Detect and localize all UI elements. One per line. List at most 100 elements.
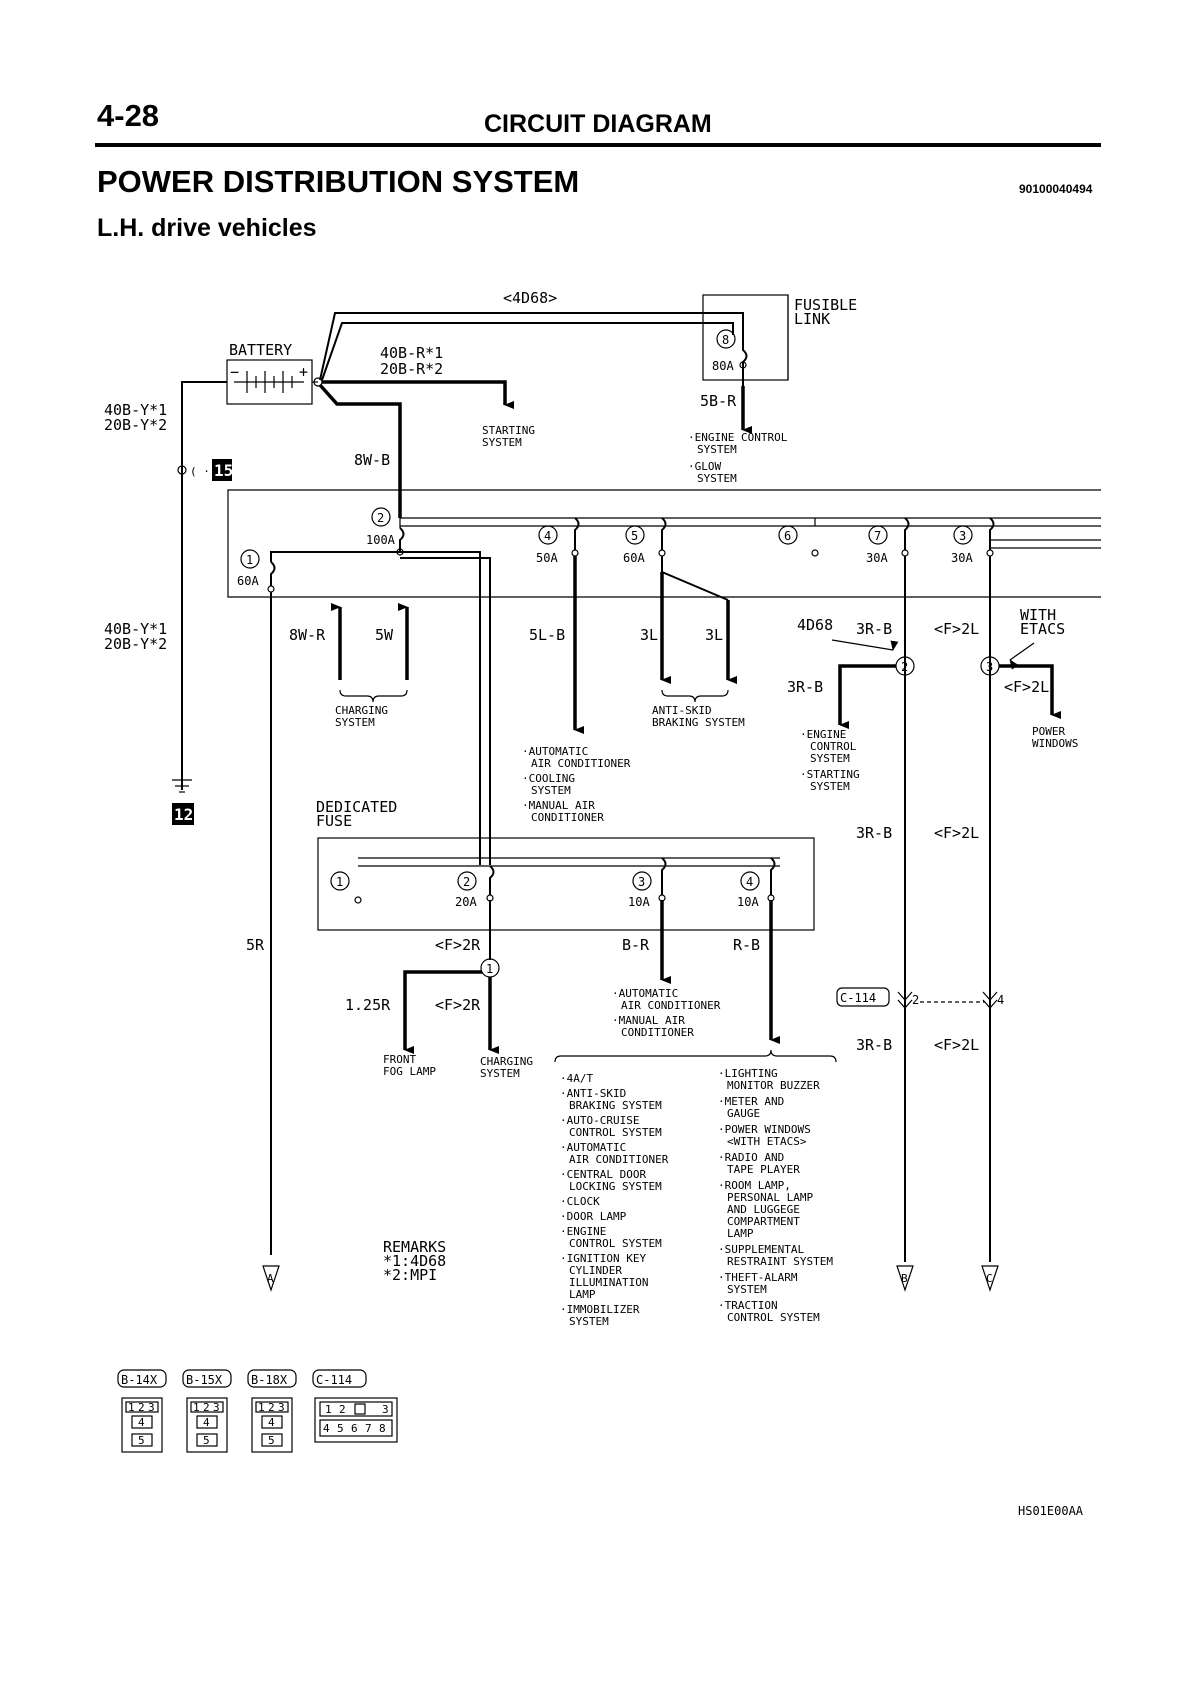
svg-text:BRAKING SYSTEM: BRAKING SYSTEM (569, 1099, 662, 1112)
svg-text:1: 1 (193, 1401, 200, 1414)
aac-4: SYSTEM (531, 784, 571, 797)
c114-pin-4-mark (982, 991, 998, 1009)
engine-control-1: ·ENGINE CONTROL (688, 431, 788, 444)
svg-text:3: 3 (148, 1401, 155, 1414)
fuse-5-number: 5 (631, 529, 638, 543)
svg-text:8: 8 (379, 1422, 386, 1435)
svg-text:3: 3 (382, 1403, 389, 1416)
wire-f2l-branch (999, 664, 1061, 719)
wire-125r (403, 970, 482, 1054)
svg-text:1: 1 (325, 1403, 332, 1416)
aac-3: ·COOLING (522, 772, 575, 785)
svg-text:SYSTEM: SYSTEM (727, 1283, 767, 1296)
dedicated-fuse-2: FUSE (316, 812, 352, 830)
continuation-arrow-b: B (896, 1265, 914, 1292)
fuse-3-circle (953, 525, 973, 545)
svg-text:5: 5 (203, 1434, 210, 1447)
svg-text:5: 5 (337, 1422, 344, 1435)
junction-2-number: 2 (901, 660, 908, 674)
wire-5l-b-label: 5L-B (529, 626, 565, 644)
svg-text:CYLINDER: CYLINDER (569, 1264, 622, 1277)
wire-8w-b (318, 383, 402, 518)
svg-text:<WITH ETACS>: <WITH ETACS> (727, 1135, 807, 1148)
battery-plus: + (299, 363, 308, 381)
fuse-10a-3-element (661, 857, 667, 895)
engine-4d68-top: <4D68> (503, 289, 557, 307)
fuse-80a-element (742, 335, 748, 386)
svg-text:B-15X: B-15X (186, 1373, 223, 1387)
fusible-link-label-1: FUSIBLE (794, 296, 857, 314)
fuse-30a-3-element (989, 517, 995, 550)
svg-text:MONITOR BUZZER: MONITOR BUZZER (727, 1079, 820, 1092)
svg-text:1: 1 (128, 1401, 135, 1414)
svg-text:5: 5 (138, 1434, 145, 1447)
engine-starting-2: CONTROL (810, 740, 857, 753)
fuse-50a: 50A (536, 551, 558, 565)
svg-text:·POWER WINDOWS: ·POWER WINDOWS (718, 1123, 811, 1136)
wire-3r-b-branch (838, 664, 896, 729)
power-windows-2: WINDOWS (1032, 737, 1078, 750)
dedicated-1-number: 1 (336, 875, 343, 889)
svg-text:·AUTOMATIC: ·AUTOMATIC (560, 1141, 626, 1154)
dedicated-3-circle (632, 871, 652, 891)
fuse-6-empty (811, 549, 819, 557)
common-brace (554, 1049, 837, 1063)
front-fog-2: FOG LAMP (383, 1065, 436, 1078)
fuse-1-number: 1 (246, 553, 253, 567)
svg-text:6: 6 (351, 1422, 358, 1435)
svg-text:·TRACTION: ·TRACTION (718, 1299, 778, 1312)
aac-1: ·AUTOMATIC (522, 745, 588, 758)
connector-12-badge: 12 (172, 803, 194, 825)
wire-3l-split (661, 556, 729, 601)
connector-15-badge: 15 (212, 459, 233, 481)
svg-text:·LIGHTING: ·LIGHTING (718, 1067, 778, 1080)
charging-brace-1 (339, 689, 408, 703)
aac-2: AIR CONDITIONER (531, 757, 631, 770)
fusible-8-number: 8 (722, 333, 729, 347)
anti-skid-brace (661, 689, 729, 703)
svg-text:PERSONAL LAMP: PERSONAL LAMP (727, 1191, 813, 1204)
dedicated-3-number: 3 (638, 875, 645, 889)
svg-text:·SUPPLEMENTAL: ·SUPPLEMENTAL (718, 1243, 804, 1256)
svg-text:LOCKING SYSTEM: LOCKING SYSTEM (569, 1180, 662, 1193)
etacs-pointer (1009, 642, 1035, 670)
fuse-6-number: 6 (784, 529, 791, 543)
wire-125r-label: 1.25R (345, 996, 391, 1014)
svg-text:·DOOR LAMP: ·DOOR LAMP (560, 1210, 627, 1223)
svg-text:C-114: C-114 (316, 1373, 352, 1387)
4d68-pointer (831, 639, 899, 651)
wire-f2r-2-label: <F>2R (435, 996, 481, 1014)
starting-system-wire (322, 380, 514, 409)
svg-text:LAMP: LAMP (569, 1288, 596, 1301)
fuse-4-circle (538, 525, 558, 545)
wire-b-r-label: B-R (622, 936, 650, 954)
charging-system-1b: SYSTEM (335, 716, 375, 729)
engine-starting-4: ·STARTING (800, 768, 860, 781)
svg-text:CONTROL SYSTEM: CONTROL SYSTEM (727, 1311, 820, 1324)
engine-starting-5: SYSTEM (810, 780, 850, 793)
svg-text:·4A/T: ·4A/T (560, 1072, 593, 1085)
battery-label: BATTERY (229, 341, 292, 359)
fuse-6-circle (778, 525, 798, 545)
dedicated-2-number: 2 (463, 875, 470, 889)
dedicated-4-circle (740, 871, 760, 891)
aac-manual-4: CONDITIONER (621, 1026, 694, 1039)
fuse-60a-1-element (270, 561, 276, 586)
svg-text:A: A (267, 1272, 274, 1285)
wire-4d68-inner (321, 322, 734, 381)
doc-code: 90100040494 (1019, 182, 1093, 196)
glow-1: ·GLOW (688, 460, 721, 473)
fuse-20a: 20A (455, 895, 477, 909)
starting-system-label-2: SYSTEM (482, 436, 522, 449)
fuse-10a-3: 10A (628, 895, 650, 909)
c114-pin-2-mark (897, 991, 913, 1009)
remarks-2: *2:MPI (383, 1266, 437, 1284)
wire-3r-b-4: 3R-B (856, 1036, 892, 1054)
fuse-50a-element (574, 517, 580, 550)
svg-text:RESTRAINT SYSTEM: RESTRAINT SYSTEM (727, 1255, 833, 1268)
svg-text:B-18X: B-18X (251, 1373, 288, 1387)
fuse-2-number: 2 (377, 511, 384, 525)
svg-text:·CLOCK: ·CLOCK (560, 1195, 600, 1208)
c114-label: C-114 (840, 991, 876, 1005)
connector-b-14x: B-14X 1 2 3 4 5 (117, 1369, 167, 1453)
